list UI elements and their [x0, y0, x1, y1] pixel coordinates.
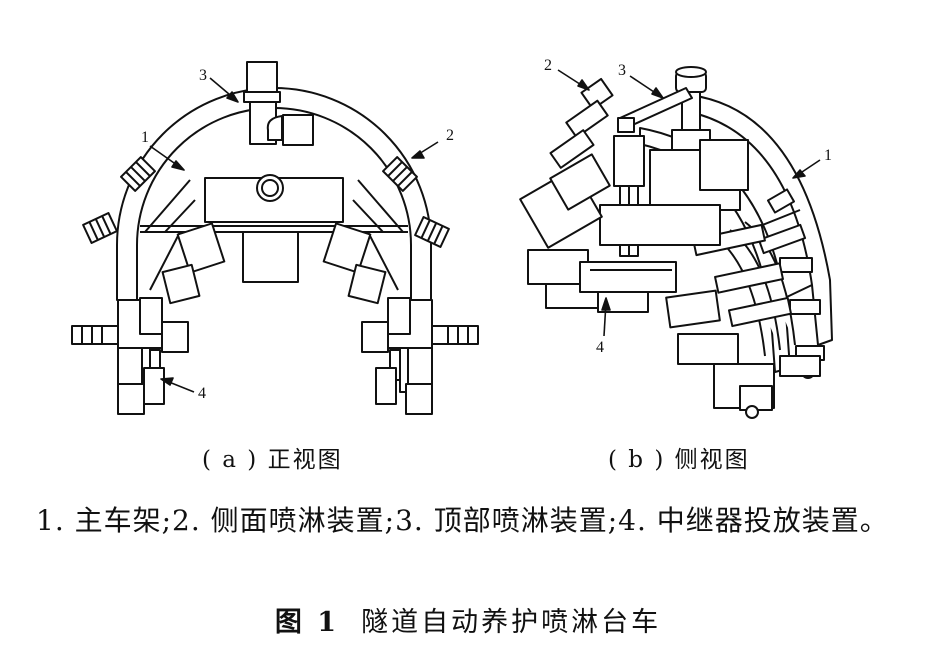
front-main-frame — [116, 87, 432, 301]
callout-b-4: 4 — [596, 339, 604, 356]
front-relay-device-right — [361, 297, 433, 415]
front-side-sprayer-right-upper — [382, 156, 418, 192]
callout-a-4: 4 — [198, 385, 206, 402]
front-side-sprayer-left-lower — [82, 212, 118, 244]
front-side-sprayer-right-lower — [414, 216, 450, 248]
side-main-frame — [689, 94, 833, 346]
callout-b-2: 2 — [544, 57, 552, 74]
callout-a-3: 3 — [199, 67, 207, 84]
front-top-sprayer — [246, 61, 278, 93]
front-view — [71, 61, 479, 415]
callout-b-3: 3 — [618, 62, 626, 79]
subcaption-side-view: ( b ) 侧视图 — [608, 447, 750, 473]
callout-a-1: 1 — [141, 129, 149, 146]
subcaption-front-view: ( a ) 正视图 — [202, 447, 343, 473]
figure-caption-title: 隧道自动养护喷淋台车 — [361, 607, 662, 638]
side-top-sprayer — [617, 66, 711, 153]
side-relay-device — [527, 249, 677, 313]
figure-caption-label: 图 1 — [274, 607, 340, 638]
figure-legend: 1. 主车架;2. 侧面喷淋装置;3. 顶部喷淋装置;4. 中继器投放装置。 — [36, 504, 889, 537]
side-side-sprayer — [519, 77, 614, 249]
callout-leaders — [149, 69, 821, 393]
front-side-sprayer-left-upper — [120, 156, 156, 192]
front-relay-device-left — [117, 297, 189, 415]
figure-caption: 图 1 隧道自动养护喷淋台车 — [0, 600, 936, 639]
side-view — [519, 66, 833, 419]
callout-a-2: 2 — [446, 127, 454, 144]
callout-b-1: 1 — [824, 147, 832, 164]
